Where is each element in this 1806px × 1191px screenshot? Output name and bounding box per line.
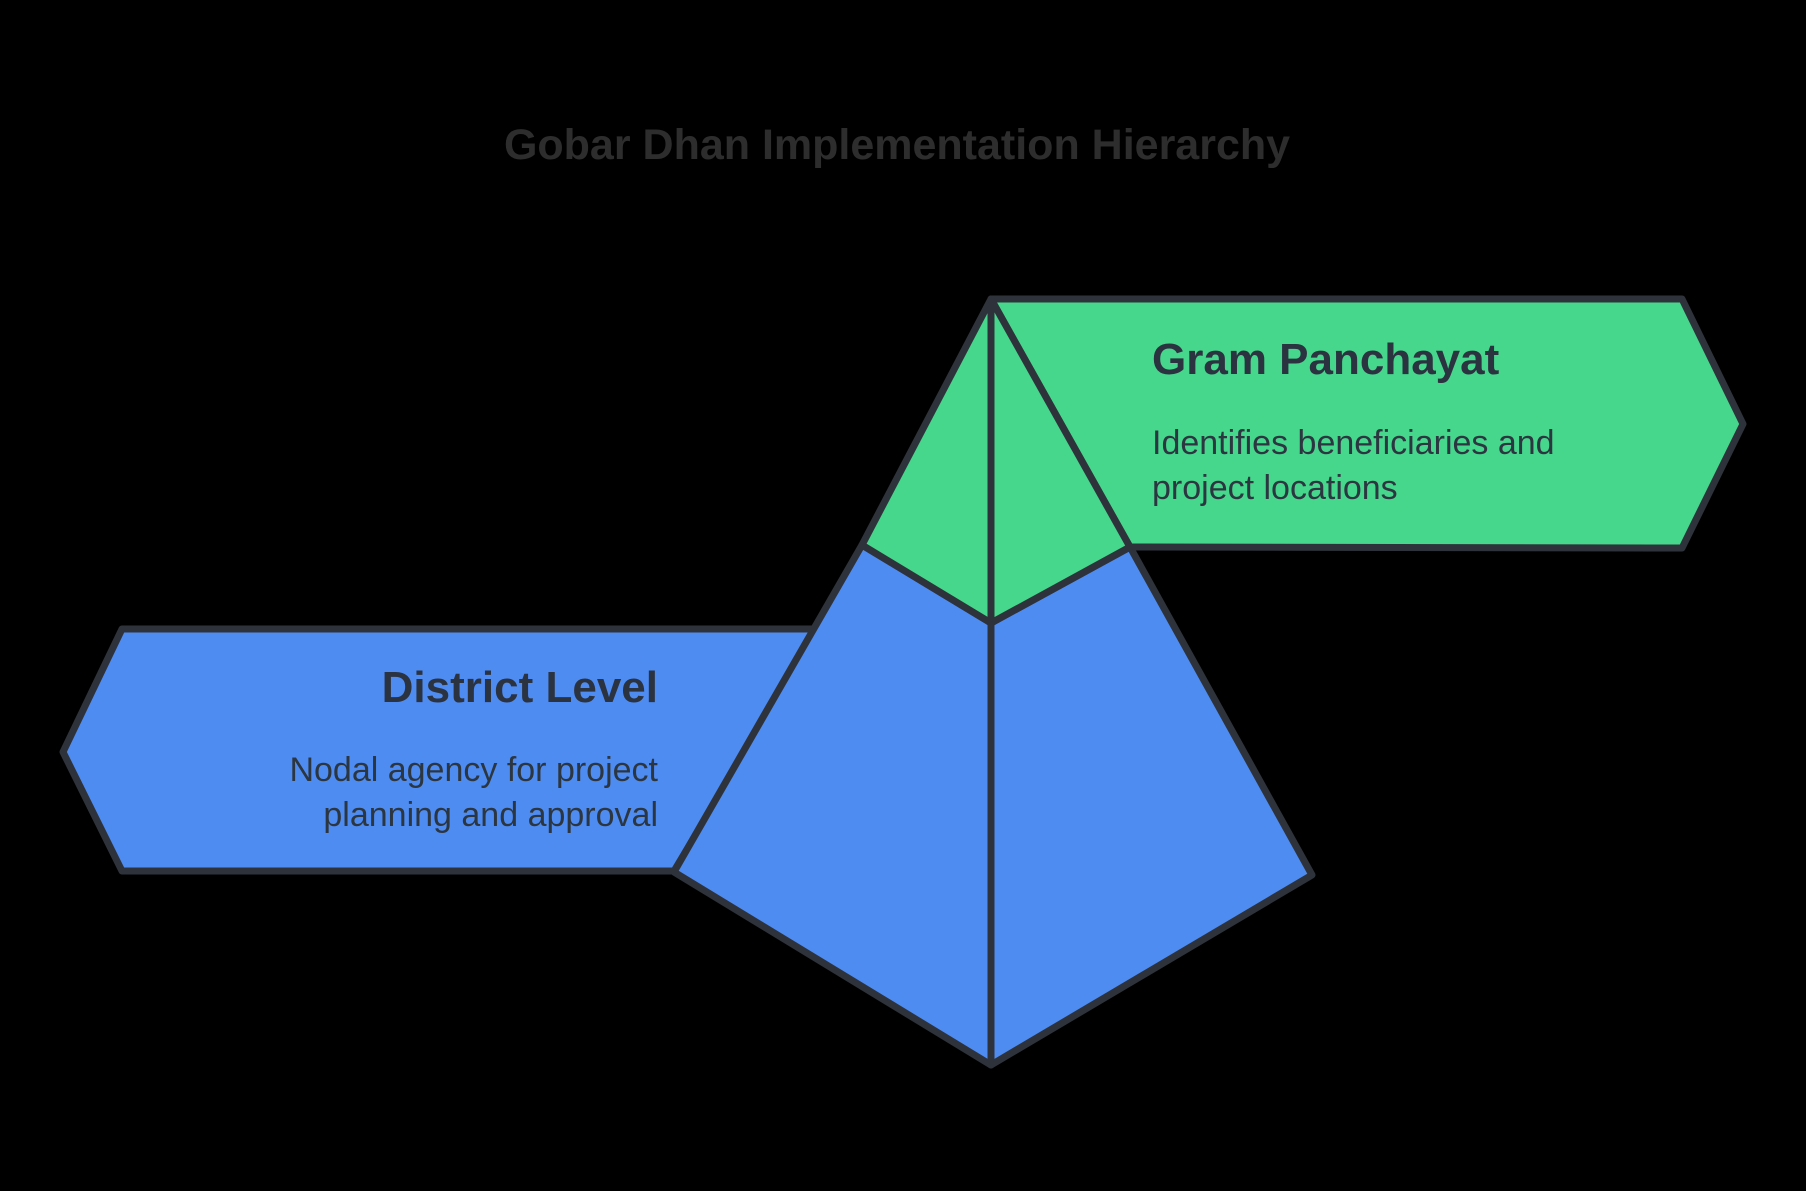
district-level-description: Nodal agency for project planning and ap… [289,751,658,834]
district-level-label: District Level [381,663,658,712]
gram-panchayat-description: Identifies beneficiaries and project loc… [1152,424,1555,507]
diagram-title: Gobar Dhan Implementation Hierarchy [503,121,1291,169]
gram-panchayat-label: Gram Panchayat [1152,335,1500,384]
